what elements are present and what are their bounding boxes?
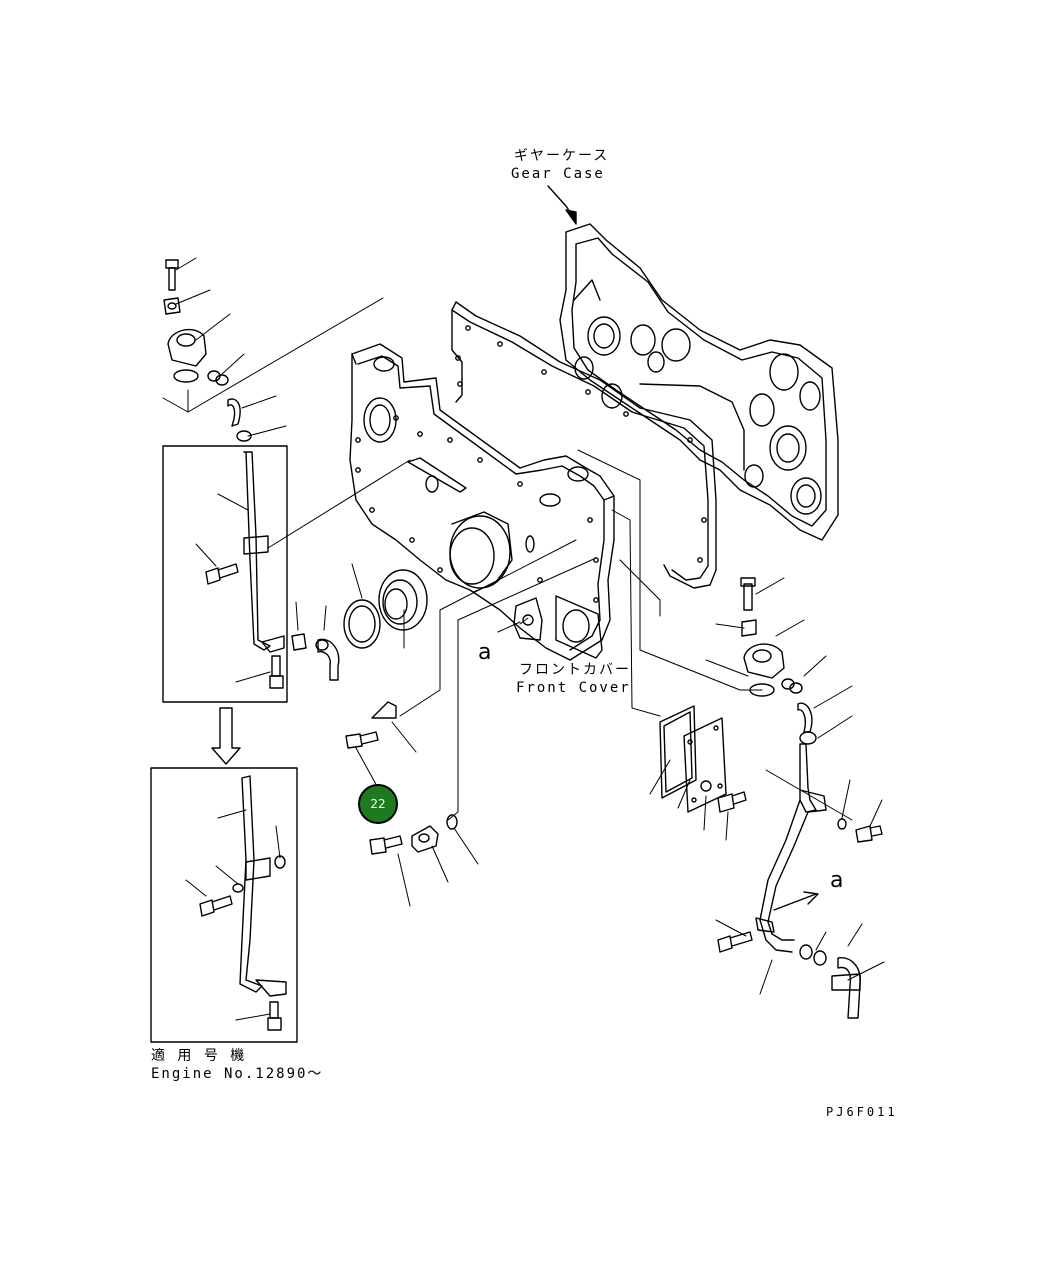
left-breather-assembly bbox=[163, 259, 252, 442]
breather-tube-old bbox=[205, 451, 285, 689]
front-cover-label-jp: フロントカバー bbox=[519, 662, 631, 678]
gasket-part bbox=[451, 301, 717, 589]
arrow-down bbox=[211, 707, 241, 765]
gear-case-label-jp: ギヤーケース bbox=[514, 148, 610, 164]
front-cover-part bbox=[349, 343, 615, 661]
breather-tube-new bbox=[199, 775, 287, 1031]
drawing-code: PJ6F011 bbox=[826, 1105, 898, 1119]
cover-plate-part bbox=[659, 705, 747, 813]
reference-mark-a-2: a bbox=[830, 868, 844, 893]
engine-number-label: Engine No.12890～ bbox=[151, 1066, 324, 1082]
a-leader bbox=[497, 621, 521, 633]
gear-case-pointer bbox=[547, 185, 577, 225]
callout-leader bbox=[355, 747, 379, 789]
applicable-label-jp: 適 用 号 機 bbox=[151, 1048, 247, 1064]
gear-case-label-en: Gear Case bbox=[511, 166, 605, 182]
gear-case-part bbox=[559, 223, 839, 541]
detail-box-current bbox=[162, 445, 288, 703]
front-cover-label-en: Front Cover bbox=[516, 680, 631, 696]
elbow-hose-part bbox=[291, 633, 340, 681]
detail-box-new bbox=[150, 767, 298, 1043]
small-parts-center bbox=[345, 701, 458, 855]
leader-lines bbox=[162, 257, 885, 1021]
part-callout-22[interactable]: 22 bbox=[358, 784, 398, 824]
oil-seal-part bbox=[343, 569, 428, 649]
reference-mark-a: a bbox=[478, 640, 492, 665]
right-breather-assembly bbox=[717, 577, 883, 1019]
